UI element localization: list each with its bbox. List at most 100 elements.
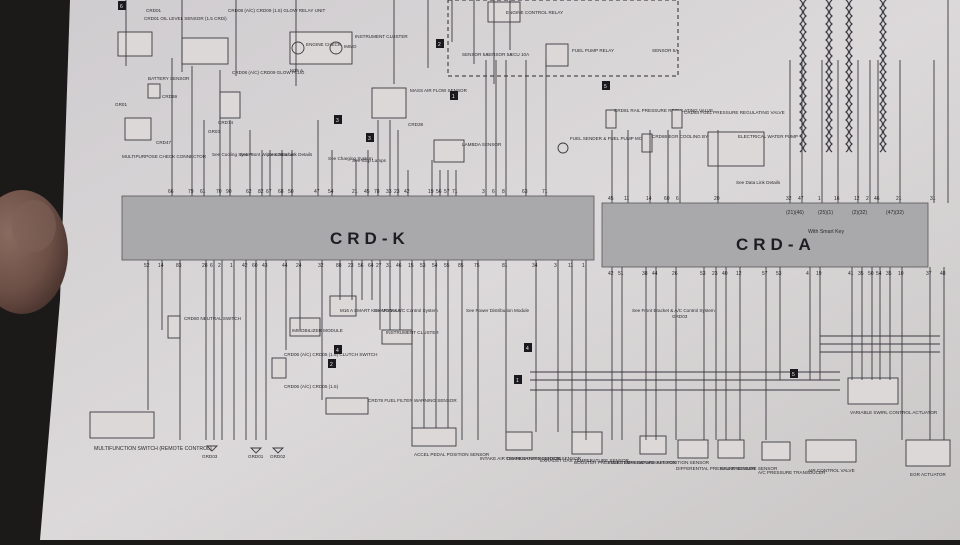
pin-k-top: 19 — [428, 189, 434, 195]
marker-box — [790, 369, 798, 378]
engine-control-relay: ENGINE CONTROL RELAY — [506, 10, 563, 15]
see-stop-lamps: See Stop Lamps — [352, 158, 387, 163]
pin-a-top: 20 — [714, 196, 720, 202]
pin-k-top: 71 — [452, 189, 458, 195]
clutch-switch-box — [271, 357, 287, 379]
marker-number: 5 — [792, 372, 795, 378]
marker-number: 1 — [452, 94, 455, 100]
pin-k-bottom: 24 — [296, 263, 302, 269]
pin-k-top: 70 — [216, 189, 222, 195]
pin-k-bottom: 43 — [262, 263, 268, 269]
pin-a-bottom: 23 — [712, 271, 718, 277]
crd38-ref: CRD38 — [408, 122, 424, 127]
pin-a-top: 45 — [608, 196, 614, 202]
grd03-ground-b: GRD03 — [672, 314, 688, 319]
harness-twist — [828, 0, 833, 153]
marker-number: 6 — [120, 4, 123, 10]
ac-transducer-box — [761, 441, 791, 461]
air-control-valve: AIR CONTROL VALVE — [808, 468, 855, 473]
immobilizer-box — [289, 317, 321, 337]
pin-k-bottom: 88 — [336, 263, 342, 269]
pin-k-top: 68 — [278, 189, 284, 195]
crd74-ref: CRD74 — [218, 120, 234, 125]
pin-k-top: 54 — [328, 189, 334, 195]
swirl-actuator-box — [847, 377, 899, 405]
pin-k-bottom: 23 — [348, 263, 354, 269]
marker-number: 2 — [438, 42, 441, 48]
pin-k-bottom: 1 — [582, 263, 585, 269]
water-pump-box — [707, 131, 765, 167]
rail-valve-box — [605, 109, 617, 129]
pin-k-top: 66 — [168, 189, 174, 195]
egr-bypass-box — [641, 133, 653, 153]
marker-number: 2 — [330, 362, 333, 368]
intake-air-temperature-sensor: INTAKE AIR TEMPERATURE SENSOR — [480, 456, 562, 461]
multifunction-switch: MULTIFUNCTION SWITCH (REMOTE CONTROL) — [94, 446, 212, 452]
see-power-ac-control: See Power A/C Control System — [374, 308, 438, 313]
fuel-valve-box — [671, 109, 683, 129]
marker-number: 4 — [526, 346, 529, 352]
ground-symbol — [271, 447, 285, 454]
pin-k-bottom: 75 — [474, 263, 480, 269]
crankshaft-position-sensor: CRANKSHAFT POSITION SENSOR — [506, 456, 582, 461]
fuel-pump-motor-icon — [557, 142, 569, 154]
top-right-group: CRD81 RAIL PRESSURE REGULATING VALVE CRD… — [212, 108, 798, 185]
fuse-ecu-10a: ECU 10A — [510, 52, 530, 57]
neutral-switch-box — [167, 315, 181, 339]
pin-k-bottom: 3 — [554, 263, 557, 269]
marker-box — [334, 345, 342, 354]
pin-a-bottom: 10 — [898, 271, 904, 277]
harness-twist — [882, 0, 887, 153]
fuse-sensor-3: SENSOR 5A — [652, 48, 679, 53]
multipurpose-check-connector: MULTIPURPOSE CHECK CONNECTOR — [122, 154, 207, 159]
pin-a-bottom: 44 — [652, 271, 658, 277]
rail-pressure-regulating-valve: CRD81 RAIL PRESSURE REGULATING VALVE — [614, 108, 713, 113]
smart-key-box — [329, 295, 357, 317]
ac-pressure-transducer: A/C PRESSURE TRANSDUCER — [758, 470, 826, 475]
battery-sensor: BATTERY SENSOR — [148, 76, 190, 81]
pin-a-top: 46 — [874, 196, 880, 202]
pin-k-top: 63 — [522, 189, 528, 195]
pin-a-bottom: 50 — [868, 271, 874, 277]
marker-box — [328, 359, 336, 368]
pin-a-top-sub: (21)(46) — [786, 210, 804, 216]
pin-a-bottom: 40 — [722, 271, 728, 277]
pin-k-top: 71 — [542, 189, 548, 195]
marker-number: 3 — [368, 136, 371, 142]
pin-k-top: 21 — [352, 189, 358, 195]
marker-box — [514, 375, 522, 384]
fuel-filter-warning-sensor: CRD78 FUEL FILTER WARNING SENSOR — [368, 398, 457, 403]
pin-k-top: 45 — [364, 189, 370, 195]
marker-box — [366, 133, 374, 142]
marker-box — [524, 343, 532, 352]
marker-number: 4 — [336, 348, 339, 354]
pin-k-bottom: 28 — [202, 263, 208, 269]
marker-number: 5 — [604, 84, 607, 90]
harness-twist — [799, 0, 804, 153]
grd03-ground-a: GRD03 — [202, 454, 218, 459]
multipurpose-box — [124, 117, 152, 141]
pin-k-bottom: 56 — [358, 263, 364, 269]
pin-a-bottom: 35 — [886, 271, 892, 277]
pin-a-bottom: 35 — [858, 271, 864, 277]
fuel-filter-box — [325, 397, 369, 415]
immobilizer-module: IMMOBILIZER MODULE — [292, 328, 343, 333]
air-control-valve-box — [805, 439, 857, 463]
rail-pressure-sensor: RAIL PRESSURE SENSOR — [720, 466, 778, 471]
gr03-ground: GR03 — [208, 129, 220, 134]
fuel-pump-relay-box — [545, 43, 569, 67]
pin-a-bottom: 42 — [608, 271, 614, 277]
pin-k-bottom: 85 — [458, 263, 464, 269]
pin-k-top: 8 — [502, 189, 505, 195]
smart-key-module: M16 A SMART KEY MODULE — [340, 308, 401, 313]
multifunction-switch-box — [89, 411, 155, 439]
thumbnail — [12, 200, 56, 252]
pin-k-bottom: 81 — [502, 263, 508, 269]
engine-check-icon — [291, 41, 305, 55]
engine-check-lamp: ENGINE CHECK — [306, 42, 342, 47]
pin-a-bottom: 54 — [876, 271, 882, 277]
marker-number: 1 — [516, 378, 519, 384]
crd-k-label: CRD-K — [330, 229, 410, 248]
